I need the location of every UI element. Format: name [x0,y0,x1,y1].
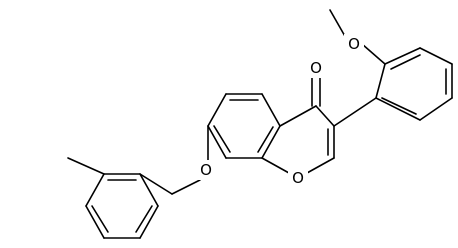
bond-inner [135,205,153,233]
bond-inner [91,205,109,233]
bond [85,205,105,239]
bond [139,173,159,207]
bond [315,105,335,127]
bond [85,173,105,207]
bond [375,97,421,121]
atom-labels: O O O O [196,34,364,188]
methoxy-oxygen-label: O [348,35,360,53]
bond [419,97,453,121]
bond [261,93,281,127]
bond [419,47,453,65]
bond [207,93,227,127]
bond-inner [213,125,231,153]
bond [171,179,201,195]
bond [261,125,281,159]
bond-inner [381,97,417,115]
bond-inner [390,54,421,70]
bond [329,9,347,39]
bond [279,105,317,127]
bond [333,97,377,127]
carbonyl-oxygen-label: O [310,59,322,77]
bonds [67,9,453,239]
bond [139,173,173,195]
bond [375,63,386,99]
ether-oxygen-label: O [200,161,212,179]
ring-oxygen-label: O [292,169,304,187]
bond [207,125,227,159]
bond [67,157,105,175]
bond-inner [257,126,274,153]
bond [361,43,386,65]
bond [384,47,421,65]
bond [139,205,159,239]
